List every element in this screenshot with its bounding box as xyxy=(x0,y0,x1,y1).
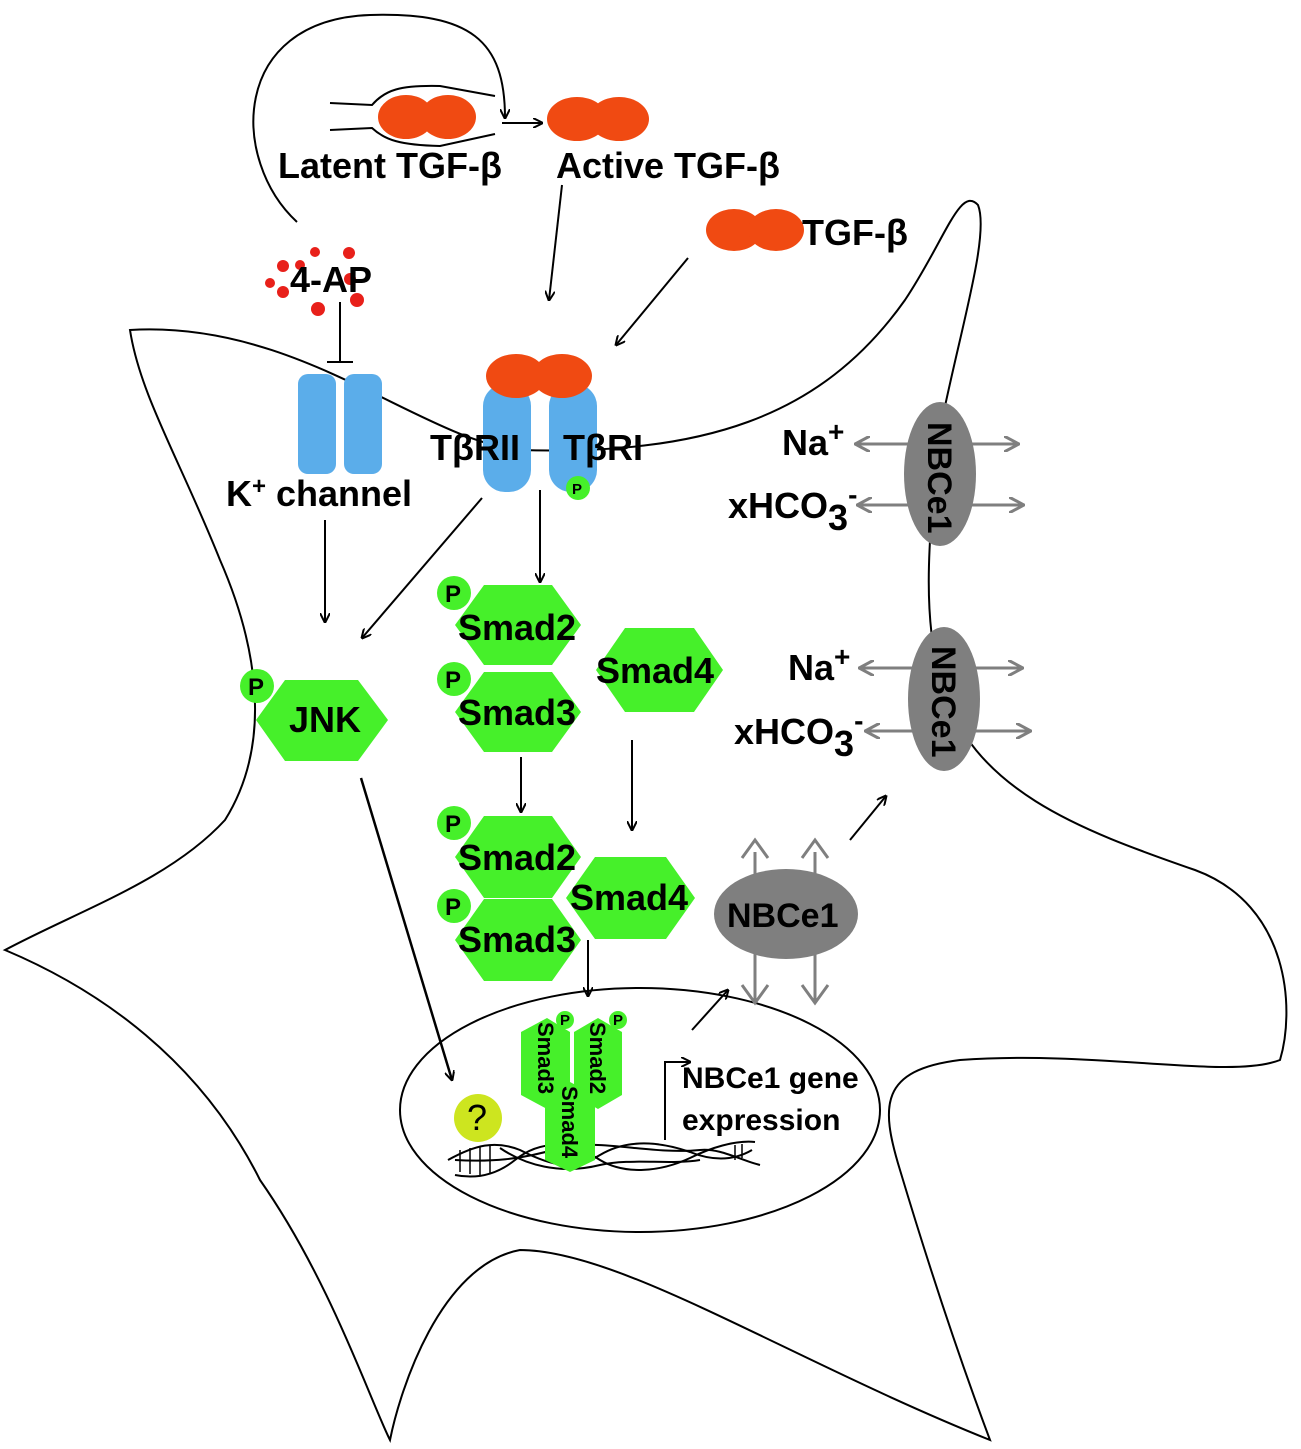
jnk-phospho-label: P xyxy=(248,674,264,701)
nuclear-smad2-phospho xyxy=(609,1011,627,1029)
k-channel-label: K+ channel xyxy=(226,473,412,514)
latent-tgfb-ball-2 xyxy=(420,95,476,139)
smad2-hexagon-complex xyxy=(455,816,581,898)
smad4-top-label: Smad4 xyxy=(596,650,714,691)
smad2-top-phospho xyxy=(437,576,471,610)
nbce1-cyto-arrowhead-2 xyxy=(800,837,830,859)
tbrii-label: TβRII xyxy=(430,427,520,468)
smad3-top-phospho-label: P xyxy=(445,667,461,694)
nuclear-smad3 xyxy=(521,1018,570,1109)
active-tgfb-label: Active TGF-β xyxy=(556,145,780,186)
latent-tgfb-label: Latent TGF-β xyxy=(278,145,502,186)
tgfb-label: TGF-β xyxy=(802,212,908,253)
active-tgfb-ball-2 xyxy=(589,97,649,141)
smad3-complex-phospho xyxy=(437,889,471,923)
receptor-tgfb-ball-1 xyxy=(486,354,546,398)
smad3-hexagon-top xyxy=(455,672,581,752)
jnk-phospho xyxy=(240,669,274,703)
smad3-top-label: Smad3 xyxy=(458,692,576,733)
nuclear-smad2-label: Smad2 xyxy=(585,1022,610,1094)
tbri-receptor xyxy=(549,384,597,492)
jnk-to-nucleus-arrow xyxy=(359,777,452,1080)
tgfb-ball-2 xyxy=(748,209,804,251)
smad3-complex-label: Smad3 xyxy=(458,919,576,960)
k-channel-right xyxy=(344,374,382,474)
smad2-top-phospho-label: P xyxy=(445,581,461,608)
unknown-factor xyxy=(454,1094,502,1142)
nuclear-smad3-phospho-label: P xyxy=(560,1012,570,1029)
dna-helix xyxy=(447,1140,761,1178)
smad3-hexagon-complex xyxy=(455,899,581,981)
k-channel-left xyxy=(298,374,336,474)
smad3-complex-phospho-label: P xyxy=(445,894,461,921)
active-tgfb-to-receptor-arrow xyxy=(549,184,563,300)
nbce1-membrane-lower-label: NBCe1 xyxy=(924,646,962,757)
four-ap-dots xyxy=(265,247,364,316)
receptor-tgfb-ball-2 xyxy=(532,354,592,398)
nuclear-smad2 xyxy=(574,1018,622,1109)
xhco3-lower-label: xHCO3- xyxy=(734,705,863,764)
smad2-complex-phospho-label: P xyxy=(445,811,461,838)
smad4-hexagon-top xyxy=(596,628,723,712)
smad4-hexagon-complex xyxy=(566,857,695,939)
tbrii-receptor xyxy=(483,384,531,492)
xhco3-upper-label: xHCO3- xyxy=(728,479,857,538)
gene-expression-line2: expression xyxy=(682,1104,840,1137)
cell-membrane xyxy=(2,199,1288,1444)
unknown-factor-label: ? xyxy=(467,1097,487,1138)
active-tgfb-ball-1 xyxy=(547,97,607,141)
smad3-top-phospho xyxy=(437,662,471,696)
transcription-start-arrow xyxy=(664,1062,690,1140)
nuclear-smad3-label: Smad3 xyxy=(533,1022,558,1094)
nucleus xyxy=(399,987,881,1233)
tbri-phospho-label: P xyxy=(572,481,582,498)
tbri-label: TβRI xyxy=(563,427,643,468)
nbce1-cyto-arrowhead-1 xyxy=(740,837,770,859)
tbri-phospho xyxy=(566,476,590,500)
smad4-complex-label: Smad4 xyxy=(570,877,688,918)
jnk-label: JNK xyxy=(289,699,361,740)
nbce1-cytoplasmic xyxy=(714,869,858,959)
na-lower-label: Na+ xyxy=(788,641,850,688)
latent-tgfb-cage xyxy=(329,84,496,148)
four-ap-label: 4-AP xyxy=(290,259,372,300)
nbce1-membrane-upper-label: NBCe1 xyxy=(920,422,958,533)
feedback-arrow xyxy=(252,13,505,223)
smad2-complex-label: Smad2 xyxy=(458,837,576,878)
smad2-complex-phospho xyxy=(437,806,471,840)
smad2-top-label: Smad2 xyxy=(458,607,576,648)
nbce1-cyto-arrowhead-3 xyxy=(740,984,770,1006)
nuclear-smad2-phospho-label: P xyxy=(613,1012,623,1029)
latent-tgfb-ball-1 xyxy=(378,95,434,139)
jnk-hexagon xyxy=(256,680,388,761)
nuclear-smad3-phospho xyxy=(556,1011,574,1029)
receptor-to-jnk-arrow xyxy=(362,497,483,638)
dna-rungs xyxy=(459,1144,743,1175)
nuclear-smad4 xyxy=(545,1082,595,1172)
nbce1-membrane-upper xyxy=(904,402,976,546)
smad2-hexagon-top xyxy=(455,585,581,665)
tgfb-to-receptor-arrow xyxy=(616,257,689,345)
nbce1-cytoplasmic-label: NBCe1 xyxy=(727,897,838,935)
na-upper-label: Na+ xyxy=(782,416,844,463)
gene-expression-line1: NBCe1 gene xyxy=(682,1062,859,1095)
nbce1-cyto-arrowhead-4 xyxy=(800,984,830,1006)
nbce1-membrane-lower xyxy=(908,627,980,771)
nuclear-smad4-label: Smad4 xyxy=(557,1086,582,1159)
gene-to-protein-arrow xyxy=(691,990,728,1031)
nbce1-to-membrane-arrow xyxy=(849,796,886,841)
tgfb-ball-1 xyxy=(706,209,762,251)
